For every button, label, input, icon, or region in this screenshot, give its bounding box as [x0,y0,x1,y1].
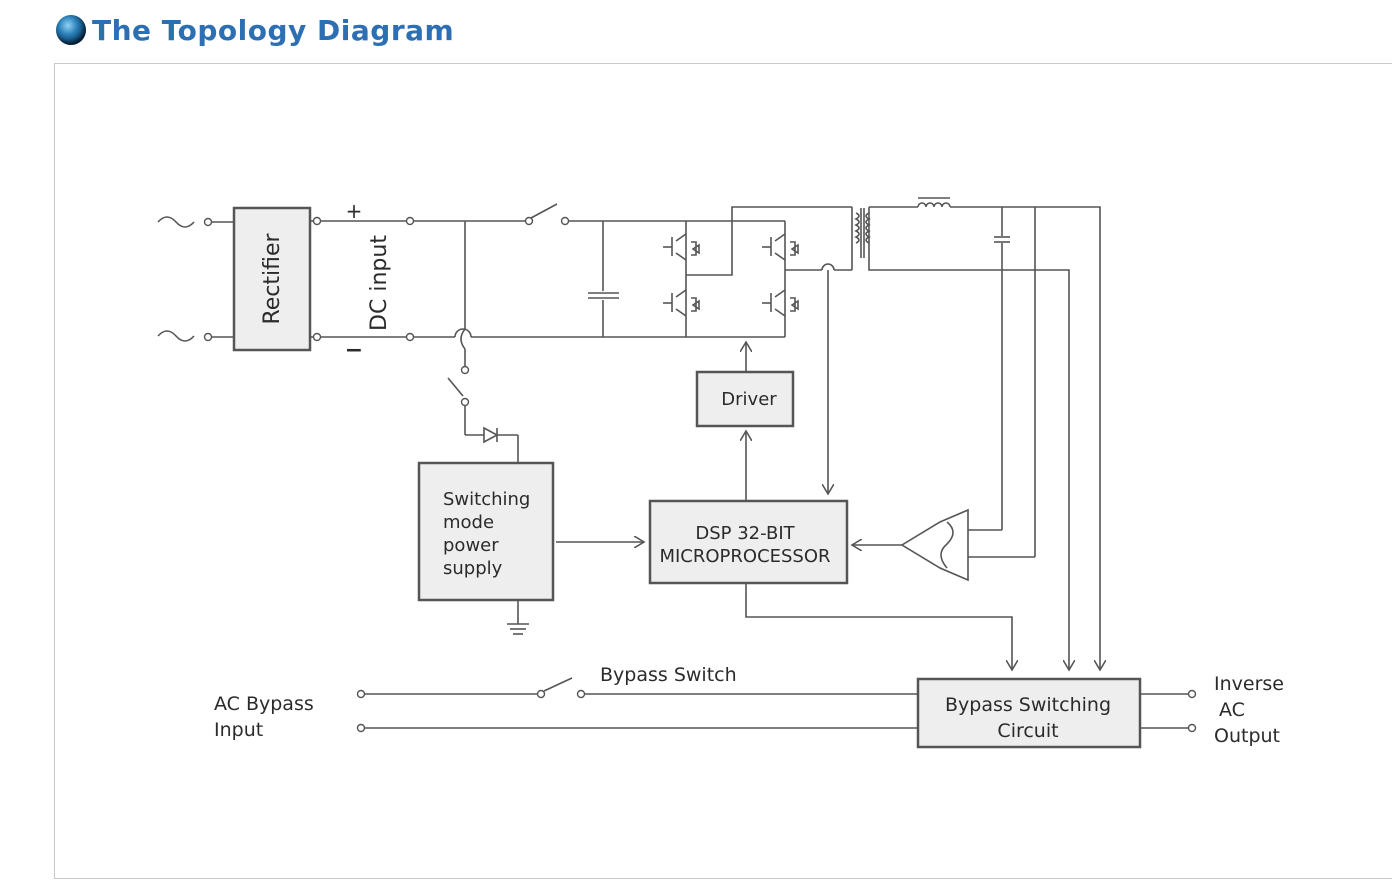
dsp-block [648,499,849,585]
diagram-frame [54,63,1392,879]
page-title: The Topology Diagram [92,13,455,47]
smps-label-1: Switching [443,489,530,510]
globe-bullet-icon [56,15,86,45]
rectifier-label: Rectifier [260,232,285,324]
dc-minus-label: − [345,338,363,363]
output-label-2: AC [1219,699,1245,721]
input-terminal [203,332,213,342]
driver-label: Driver [721,389,777,410]
inductor-icon [917,202,951,208]
driver-block [695,370,795,428]
smps-label-3: power [443,535,499,556]
bypass-circuit-label-2: Circuit [997,720,1058,742]
page-header: The Topology Diagram [56,10,454,50]
smps-switch [447,377,464,397]
smps-block [417,461,555,602]
bypass-circuit-label-1: Bypass Switching [945,694,1111,716]
dc-plus-label: + [346,199,363,223]
smps-label-2: mode [443,512,494,533]
igbt-leg-right [762,221,799,337]
bypass-switching-circuit-block [916,677,1142,749]
ground-icon [507,600,529,635]
ac-source-icon [157,216,195,228]
bypass-switch [543,677,573,692]
igbt-leg-left [663,221,700,337]
dsp-label-2: MICROPROCESSOR [659,546,830,567]
dsp-label-1: DSP 32-BIT [695,523,795,544]
dc-input-label: DC input [367,235,392,331]
ac-source-icon [157,330,195,342]
transformer-icon [851,207,871,270]
ac-bypass-label-1: AC Bypass [214,693,314,715]
output-label-3: Output [1214,725,1280,747]
main-switch-terminal [524,216,534,226]
sampling-amplifier-icon [852,508,969,582]
rectifier-block [232,206,312,352]
smps-label-4: supply [443,558,503,579]
input-terminal [203,217,213,227]
main-switch [530,203,558,219]
diode-icon [483,426,499,444]
bypass-switch-label: Bypass Switch [600,664,737,686]
output-label-1: Inverse [1214,673,1284,695]
ac-bypass-label-2: Input [214,719,263,741]
